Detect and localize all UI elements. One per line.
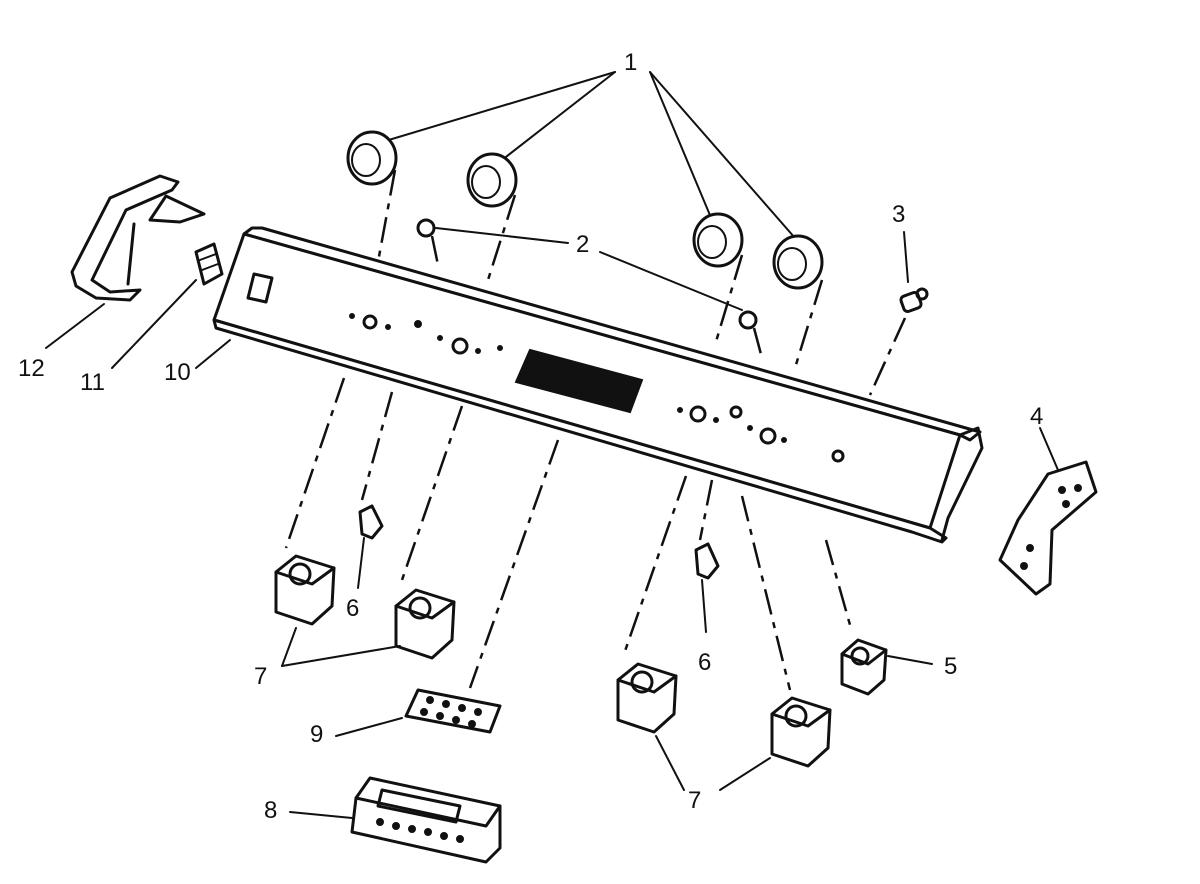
connector-3 [868, 231, 929, 396]
button-2a [416, 218, 440, 266]
button-2b [738, 310, 764, 359]
rotary-control-5 [824, 539, 888, 696]
display-window [514, 348, 644, 414]
switch-6b [694, 479, 720, 580]
callout-2: 2 [576, 231, 589, 258]
callout-6a: 6 [346, 595, 359, 622]
switch-6a [358, 391, 394, 540]
callout-5: 5 [944, 653, 957, 680]
rotary-control-7c [616, 475, 688, 734]
callout-4: 4 [1030, 403, 1043, 430]
callouts: 1 2 3 4 5 6 6 7 7 8 9 10 11 12 [18, 49, 1043, 824]
callout-7b: 7 [688, 787, 701, 814]
knob-1d [772, 234, 824, 369]
panel-opening [246, 272, 274, 304]
overlay-9 [404, 439, 560, 734]
leader-lines [45, 279, 1059, 819]
rotary-control-7b [394, 405, 464, 660]
callout-3: 3 [892, 201, 905, 228]
callout-8: 8 [264, 797, 277, 824]
leader-lines-1 [381, 71, 796, 239]
callout-7a: 7 [254, 663, 267, 690]
bracket-12 [70, 174, 206, 302]
rotary-control-7d [740, 495, 832, 768]
control-panel [212, 226, 984, 544]
rotary-control-7a [274, 377, 346, 626]
callout-12: 12 [18, 355, 45, 382]
callout-6b: 6 [698, 649, 711, 676]
clock-module-8 [350, 776, 502, 864]
knob-1a [346, 130, 398, 263]
callout-9: 9 [310, 721, 323, 748]
callout-1: 1 [624, 49, 637, 76]
knob-1c [692, 212, 744, 346]
callout-11: 11 [80, 369, 105, 396]
clip-11 [194, 242, 224, 286]
bracket-4 [998, 460, 1098, 596]
knob-1b [466, 152, 518, 281]
callout-10: 10 [164, 359, 191, 386]
